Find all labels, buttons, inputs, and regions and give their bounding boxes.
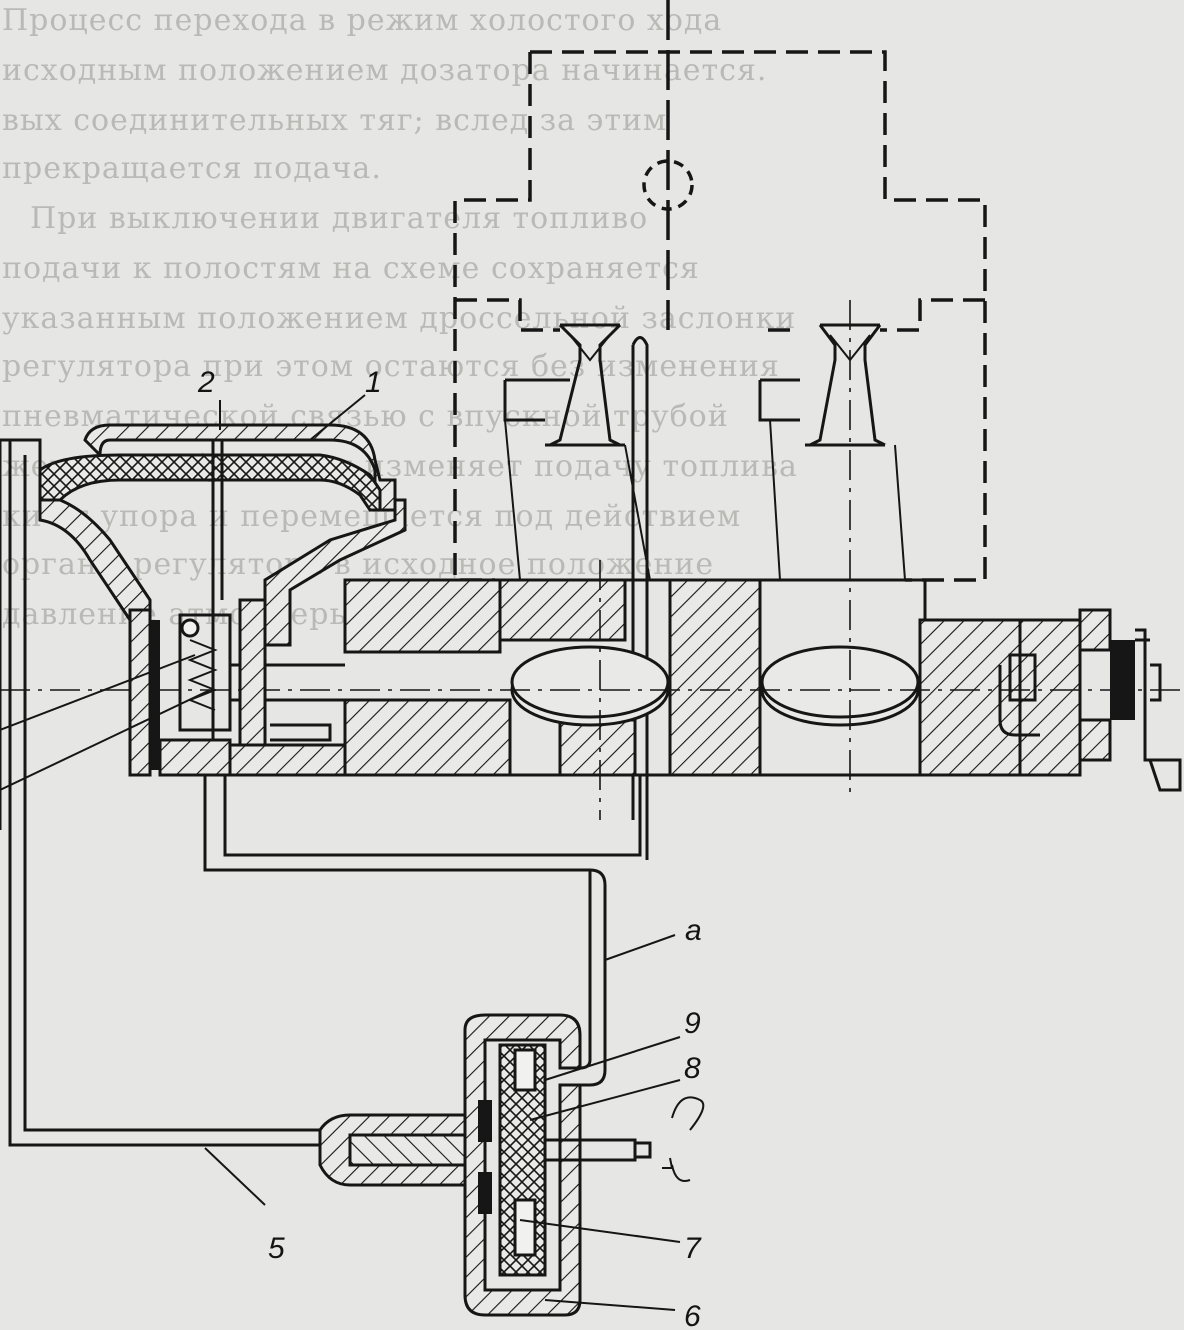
bg-line: исходным положением дозатора начинается. [2,53,767,88]
barrel-axes [599,300,851,820]
bg-line: При выключении двигателя топливо [30,201,648,236]
label-6: 6 [684,1300,701,1330]
bg-line: указанным положением дроссельной заслонк… [2,301,796,336]
throttle-valve-left [510,645,670,719]
injector-right [758,323,906,581]
bg-line: регулятора при этом остаются без изменен… [2,349,780,384]
diaphragm-stem [211,440,224,740]
shaft-end-fitting [998,608,1182,792]
label-5: 5 [268,1232,285,1265]
valve-spring-block [128,598,345,777]
metering-valve-housing [318,1013,705,1317]
label-leaders [204,394,681,1311]
label-a: a [685,914,702,947]
bg-line: вых соединительных тяг; вслед за этим [2,103,667,138]
leader-line-3 [0,654,196,731]
bg-line: Процесс перехода в режим холостого хода [2,3,722,38]
label-7: 7 [684,1232,702,1265]
label-2: 2 [197,366,215,399]
rotation-arrow-icon [662,1096,705,1182]
throttle-valve-right [760,645,920,719]
background-text: Процесс перехода в режим холостого хода … [2,3,797,632]
diaphragm-membrane [38,453,382,512]
bg-line: прекращается подача. [2,151,382,186]
pipe-5 [8,440,320,1147]
leader-line-4 [0,689,211,791]
bg-line: подачи к полостям на схеме сохраняется [2,251,700,286]
label-9: 9 [684,1007,701,1040]
diaphragm-chamber [0,423,407,830]
label-8: 8 [684,1052,701,1085]
label-1: 1 [365,366,382,399]
